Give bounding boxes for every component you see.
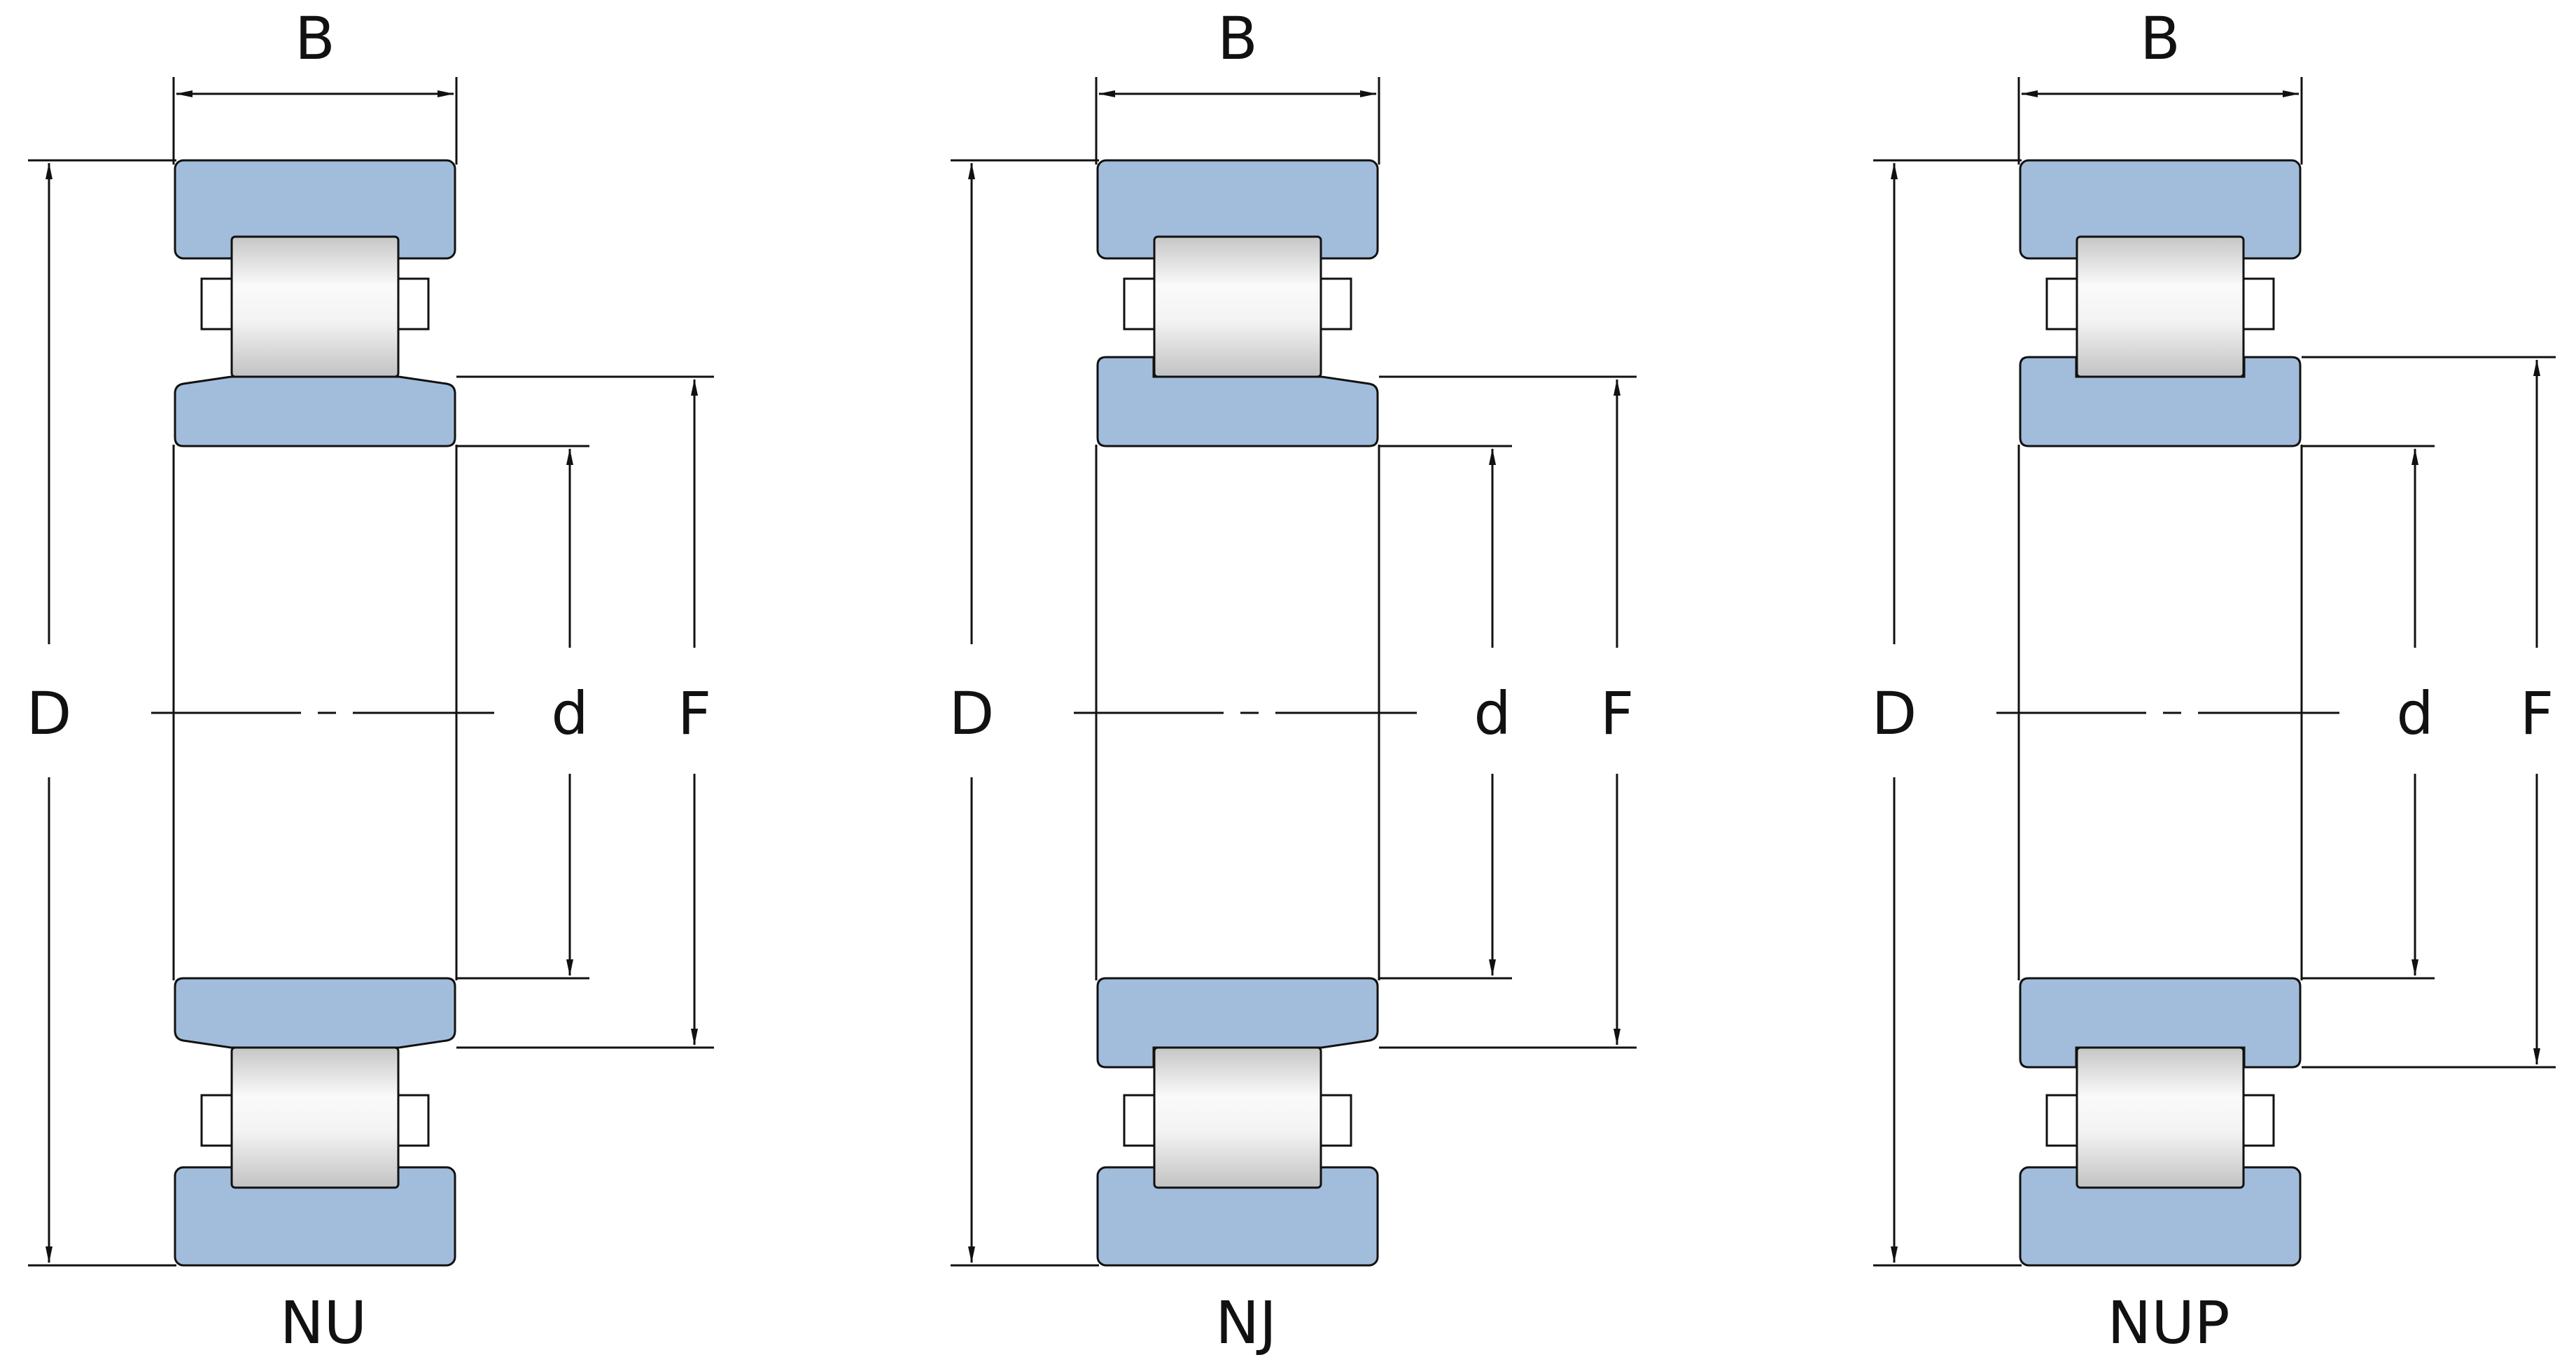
cage-pocket-left — [1123, 277, 1157, 331]
roller-bottom — [1153, 1046, 1322, 1189]
cage-pocket-left — [2045, 277, 2080, 331]
outer-diameter-label-d: D — [949, 679, 995, 748]
raceway-diameter-label-f: F — [1600, 679, 1634, 748]
inner-ring-bottom — [2019, 977, 2302, 1069]
cage-pocket-right — [2241, 277, 2275, 331]
cage-pocket-left — [1123, 1094, 1157, 1147]
bottom-section — [174, 977, 456, 1267]
raceway-diameter-label-f: F — [678, 679, 711, 748]
bearing-nup: B D — [1872, 4, 2556, 1357]
cage-pocket-left — [200, 1094, 234, 1147]
roller-bottom — [2076, 1046, 2245, 1189]
inner-ring-top — [2019, 356, 2302, 447]
bearing-type-label: NU — [280, 1288, 367, 1357]
inner-ring-top — [174, 375, 456, 447]
top-section — [1096, 159, 1379, 447]
cage-pocket-right — [1318, 1094, 1352, 1147]
bore-diameter-label-d: d — [1474, 679, 1511, 748]
inner-ring-top — [1096, 356, 1379, 447]
bore-diameter-label-d: d — [2396, 679, 2433, 748]
bearing-nu: B D — [27, 4, 714, 1357]
bearing-type-label: NUP — [2108, 1288, 2230, 1357]
width-label-b: B — [1217, 4, 1258, 73]
bearing-type-label: NJ — [1215, 1288, 1277, 1357]
cage-pocket-right — [396, 277, 430, 331]
bottom-section — [2019, 977, 2302, 1267]
roller-top — [230, 235, 400, 378]
inner-ring-bottom — [174, 977, 456, 1049]
dimension-d-outer: D — [27, 159, 176, 1267]
top-section — [174, 159, 456, 447]
bore-diameter-label-d: d — [551, 679, 588, 748]
cage-pocket-left — [200, 277, 234, 331]
dimension-d-outer: D — [949, 159, 1099, 1267]
cage-pocket-right — [2241, 1094, 2275, 1147]
dimension-f: F — [456, 375, 714, 1049]
bore-outline — [1074, 445, 1417, 980]
dimension-f: F — [2302, 356, 2556, 1069]
roller-top — [1153, 235, 1322, 378]
dimension-b: B — [172, 4, 458, 165]
bore-outline — [1996, 445, 2339, 980]
cage-pocket-left — [2045, 1094, 2080, 1147]
roller-top — [2076, 235, 2245, 378]
dimension-b: B — [2017, 4, 2303, 165]
cage-pocket-right — [1318, 277, 1352, 331]
top-section — [2019, 159, 2302, 447]
dimension-d-outer: D — [1872, 159, 2022, 1267]
raceway-diameter-label-f: F — [2520, 679, 2554, 748]
dimension-f: F — [1379, 375, 1637, 1049]
width-label-b: B — [2140, 4, 2180, 73]
bearing-nj: B D — [949, 4, 1637, 1357]
bore-outline — [151, 445, 494, 980]
dimension-d-bore: d — [456, 445, 589, 980]
outer-diameter-label-d: D — [27, 679, 72, 748]
width-label-b: B — [295, 4, 335, 73]
roller-bottom — [230, 1046, 400, 1189]
bottom-section — [1096, 977, 1379, 1267]
outer-diameter-label-d: D — [1872, 679, 1917, 748]
dimension-b: B — [1095, 4, 1380, 165]
dimension-d-bore: d — [2302, 445, 2435, 980]
dimension-d-bore: d — [1379, 445, 1512, 980]
cage-pocket-right — [396, 1094, 430, 1147]
